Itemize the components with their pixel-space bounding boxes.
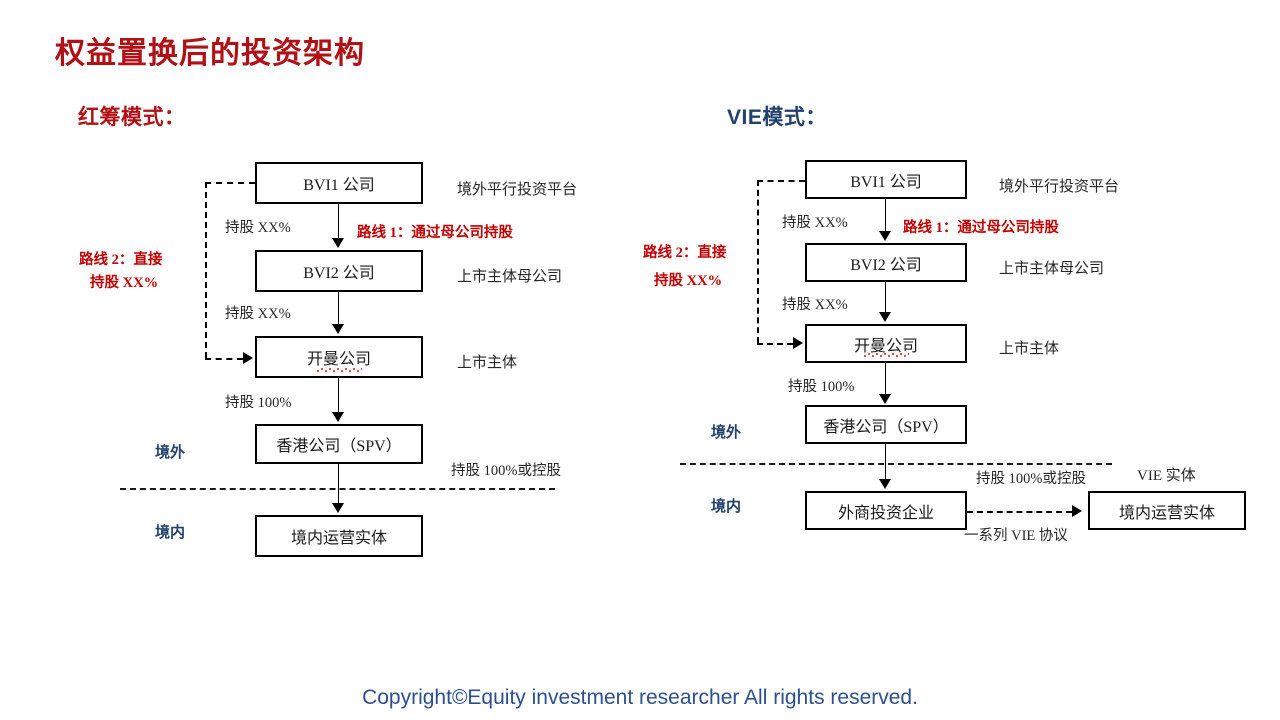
right-edge-label-fie-vie: 一系列 VIE 协议 <box>964 528 1068 544</box>
right-box-fie[interactable]: 外商投资企业 <box>805 491 967 530</box>
left-diagram-heading: 红筹模式： <box>78 106 186 129</box>
right-edge-label-hk-fie: 持股 100%或控股 <box>976 471 1086 487</box>
right-arrowhead-fie <box>879 479 891 489</box>
left-edge-label-cayman-hk: 持股 100% <box>225 395 292 411</box>
footer-copyright: Copyright©Equity investment researcher A… <box>362 686 918 709</box>
left-box-domestic-entity-label: 境内运营实体 <box>255 515 423 557</box>
right-box-bvi2-label: BVI2 公司 <box>805 243 967 282</box>
right-route2-dash-top <box>757 180 805 182</box>
left-edge-label-bvi1-bvi2: 持股 XX% <box>225 220 291 236</box>
right-vie-entity-note: VIE 实体 <box>1137 468 1196 484</box>
right-note-route2-line1: 路线 2：直接 <box>643 245 727 261</box>
left-onshore-offshore-divider <box>120 488 555 490</box>
left-route2-dash-top <box>205 182 255 184</box>
right-box-bvi2[interactable]: BVI2 公司 <box>805 243 967 282</box>
left-route2-dash-bottom <box>205 358 243 360</box>
left-sidenote-cayman: 上市主体 <box>457 355 518 371</box>
left-box-bvi1-label: BVI1 公司 <box>255 162 423 204</box>
right-sidenote-cayman: 上市主体 <box>999 341 1060 357</box>
left-box-hk-spv-label: 香港公司（SPV） <box>255 424 423 464</box>
left-box-domestic-entity[interactable]: 境内运营实体 <box>255 515 423 557</box>
right-box-hk-spv-label: 香港公司（SPV） <box>805 405 967 444</box>
left-connector-hk-domestic <box>338 464 339 507</box>
right-connector-bvi2-cayman <box>885 282 886 314</box>
left-note-route2-line2: 持股 XX% <box>90 275 159 291</box>
right-vie-agreement-dash <box>967 511 1072 513</box>
left-note-route2-line1: 路线 2：直接 <box>79 252 163 268</box>
right-connector-cayman-hk <box>885 363 886 395</box>
right-edge-label-cayman-hk: 持股 100% <box>788 379 855 395</box>
right-note-route1: 路线 1：通过母公司持股 <box>903 220 1059 236</box>
left-arrowhead-domestic <box>332 503 344 513</box>
left-route2-dash-vertical <box>205 182 207 358</box>
left-box-bvi2[interactable]: BVI2 公司 <box>255 250 423 292</box>
left-connector-bvi2-cayman <box>338 292 339 326</box>
right-route2-arrowhead <box>793 337 803 349</box>
right-box-cayman[interactable]: 开曼公司 <box>805 324 967 363</box>
right-arrowhead-cayman <box>879 312 891 322</box>
right-onshore-offshore-divider <box>680 463 1112 465</box>
spellcheck-squiggle-icon <box>316 368 362 372</box>
spellcheck-squiggle-icon <box>863 353 909 357</box>
left-arrowhead-hk <box>332 412 344 422</box>
left-note-route1: 路线 1：通过母公司持股 <box>357 225 513 241</box>
right-box-cayman-label: 开曼公司 <box>805 324 967 363</box>
left-edge-label-bvi2-cayman: 持股 XX% <box>225 306 291 322</box>
right-edge-label-bvi2-cayman: 持股 XX% <box>782 297 848 313</box>
right-connector-bvi1-bvi2 <box>885 199 886 232</box>
left-arrowhead-cayman <box>332 324 344 334</box>
right-vie-agreement-arrowhead <box>1072 505 1082 517</box>
left-sidenote-bvi1: 境外平行投资平台 <box>457 182 578 198</box>
left-box-cayman[interactable]: 开曼公司 <box>255 336 423 378</box>
right-arrowhead-bvi2 <box>879 231 891 241</box>
left-box-cayman-label: 开曼公司 <box>255 336 423 378</box>
right-sidenote-bvi2: 上市主体母公司 <box>999 261 1105 277</box>
right-box-domestic-entity-label: 境内运营实体 <box>1088 491 1246 530</box>
right-box-domestic-entity[interactable]: 境内运营实体 <box>1088 491 1246 530</box>
right-diagram-heading: VIE模式： <box>727 106 827 129</box>
left-zone-label-onshore: 境内 <box>155 525 186 541</box>
right-box-hk-spv[interactable]: 香港公司（SPV） <box>805 405 967 444</box>
left-connector-cayman-hk <box>338 378 339 416</box>
left-box-hk-spv[interactable]: 香港公司（SPV） <box>255 424 423 464</box>
right-box-bvi1-label: BVI1 公司 <box>805 160 967 199</box>
left-route2-arrowhead <box>243 352 253 364</box>
right-sidenote-bvi1: 境外平行投资平台 <box>999 179 1120 195</box>
left-sidenote-bvi2: 上市主体母公司 <box>457 269 563 285</box>
right-note-route2-line2: 持股 XX% <box>654 273 723 289</box>
page-title: 权益置换后的投资架构 <box>55 37 365 70</box>
right-box-bvi1[interactable]: BVI1 公司 <box>805 160 967 199</box>
right-zone-label-offshore: 境外 <box>711 425 742 441</box>
left-arrowhead-bvi2 <box>332 238 344 248</box>
right-arrowhead-hk <box>879 394 891 404</box>
right-edge-label-bvi1-bvi2: 持股 XX% <box>782 215 848 231</box>
right-zone-label-onshore: 境内 <box>711 499 742 515</box>
right-route2-dash-vertical <box>757 180 759 343</box>
left-connector-bvi1-bvi2 <box>338 204 339 240</box>
right-route2-dash-bottom <box>757 343 793 345</box>
left-box-bvi2-label: BVI2 公司 <box>255 250 423 292</box>
right-box-fie-label: 外商投资企业 <box>805 491 967 530</box>
left-edge-label-hk-domestic: 持股 100%或控股 <box>451 463 561 479</box>
left-zone-label-offshore: 境外 <box>155 445 186 461</box>
left-box-bvi1[interactable]: BVI1 公司 <box>255 162 423 204</box>
